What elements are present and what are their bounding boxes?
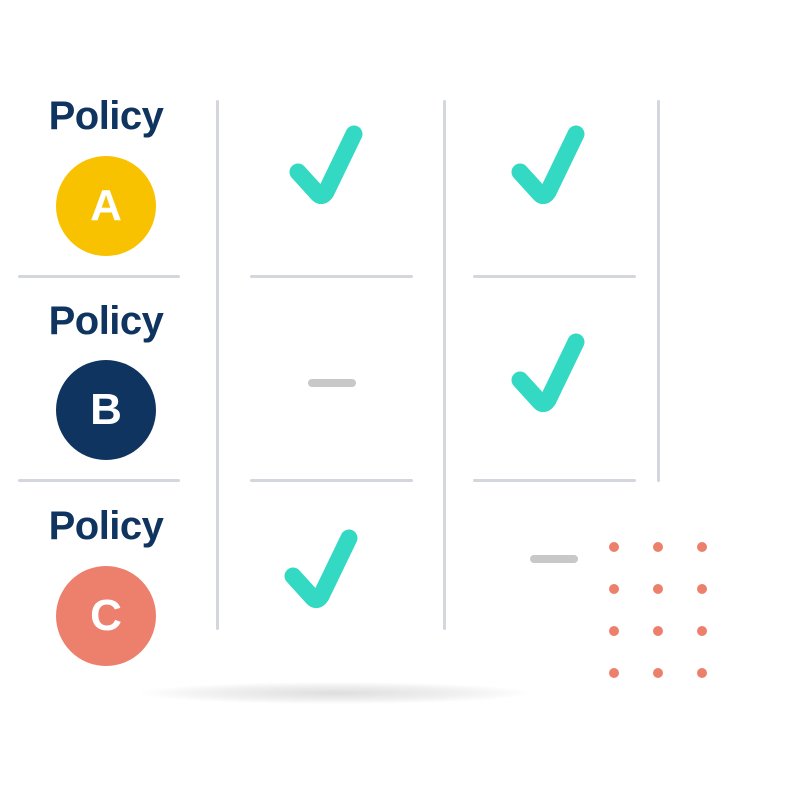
dot <box>697 626 707 636</box>
dash-icon <box>530 555 578 563</box>
policy-c-label: Policy <box>48 504 164 548</box>
dot <box>697 584 707 594</box>
policy-b-badge: B <box>56 360 156 460</box>
row-divider-label-2 <box>18 479 180 482</box>
check-icon <box>284 529 358 609</box>
dot <box>697 542 707 552</box>
dot <box>697 668 707 678</box>
dot <box>609 542 619 552</box>
check-icon <box>511 333 585 413</box>
row-divider-col2-1 <box>473 275 636 278</box>
dot <box>653 668 663 678</box>
row-divider-label-1 <box>18 275 180 278</box>
column-divider-3 <box>657 100 660 482</box>
row-divider-col1-2 <box>250 479 413 482</box>
row-divider-col2-2 <box>473 479 636 482</box>
card-shadow <box>140 682 530 704</box>
policy-a-badge: A <box>56 156 156 256</box>
dash-icon <box>308 379 356 387</box>
check-icon <box>289 125 363 205</box>
policy-c-badge: C <box>56 566 156 666</box>
row-divider-col1-1 <box>250 275 413 278</box>
policy-b-label: Policy <box>48 299 164 343</box>
check-icon <box>511 125 585 205</box>
dot <box>609 584 619 594</box>
dot <box>609 668 619 678</box>
dot <box>609 626 619 636</box>
column-divider-1 <box>216 100 219 630</box>
dot <box>653 584 663 594</box>
policy-a-label: Policy <box>48 94 164 138</box>
dot <box>653 626 663 636</box>
column-divider-2 <box>443 100 446 630</box>
dot <box>653 542 663 552</box>
